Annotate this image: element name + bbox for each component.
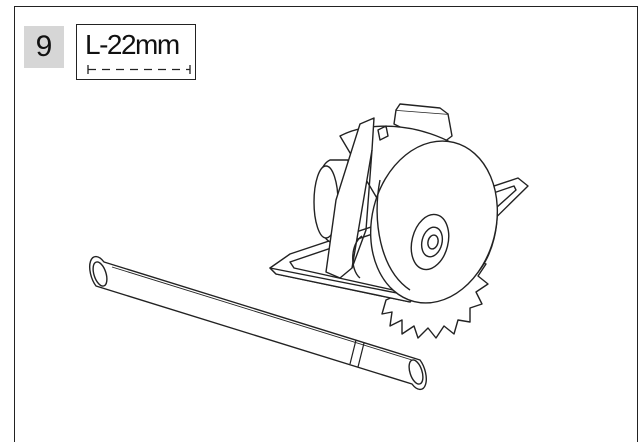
step-number-badge: 9 [24, 26, 64, 68]
instruction-frame [14, 6, 638, 442]
part-length-box: L-22mm [76, 24, 196, 80]
part-length-label: L-22mm [85, 29, 180, 60]
rod-icon [89, 255, 427, 391]
circular-saw-icon [269, 103, 529, 339]
step-number: 9 [35, 30, 53, 63]
length-scale-icon [87, 65, 191, 74]
